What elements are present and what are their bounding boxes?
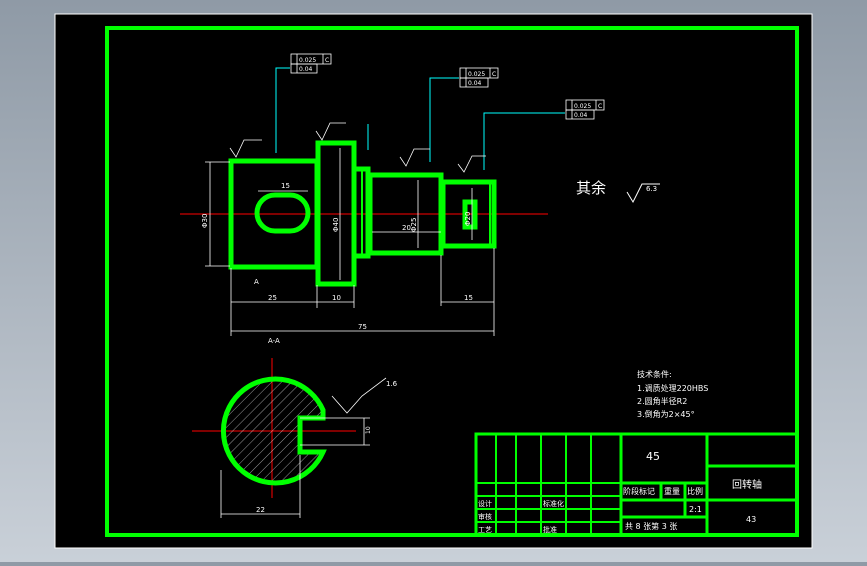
tolerance-frame-3: 0.025 C 0.04 — [565, 99, 605, 120]
tol3-value: 0.025 — [574, 103, 591, 110]
dim-phi25: Φ25 — [410, 218, 418, 232]
row-label-approve: 批准 — [543, 525, 557, 534]
roughness-general-value: 6.3 — [646, 185, 657, 193]
material-value: 45 — [646, 450, 660, 463]
roughness-other-label: 其余 — [576, 179, 606, 197]
title-block-grid — [476, 434, 621, 535]
dim-22: 22 — [256, 506, 265, 514]
tol3-datum: C — [598, 103, 602, 110]
drawing-border — [105, 26, 799, 537]
tech-req-item-1: 1.调质处理220HBS — [637, 383, 708, 393]
tol1-datum: C — [325, 57, 329, 64]
section-dimensions — [220, 377, 387, 518]
row-label-design: 设计 — [478, 499, 492, 508]
section-roughness-value: 1.6 — [386, 380, 398, 388]
sheet-info: 共 8 张第 3 张 — [625, 521, 677, 531]
shaft-end — [462, 199, 478, 230]
leaders — [275, 67, 565, 170]
dim-phi40: Φ40 — [332, 218, 340, 232]
keyway-slot — [254, 192, 311, 234]
title-block — [474, 432, 799, 537]
tol2-datum: C — [492, 71, 496, 78]
tech-req-item-2: 2.圆角半径R2 — [637, 396, 687, 406]
tol1-value: 0.025 — [299, 57, 316, 64]
shaft-main-view — [228, 140, 497, 287]
row-label-standard: 标准化 — [543, 499, 564, 508]
tol1-runout: 0.04 — [299, 66, 313, 73]
dim-75: 75 — [358, 323, 367, 331]
dim-15: 15 — [464, 294, 473, 302]
tol3-runout: 0.04 — [574, 112, 588, 119]
dim-phi30: Φ30 — [201, 214, 209, 228]
row-label-review: 审核 — [478, 512, 492, 521]
section-hatched-area — [220, 376, 327, 486]
dim-25: 25 — [268, 294, 277, 302]
roughness-symbols — [229, 122, 486, 173]
stage-mark-label: 阶段标记 — [623, 486, 655, 496]
part-name: 回转轴 — [732, 478, 762, 491]
tolerance-frame-2: 0.025 C 0.04 — [459, 67, 499, 88]
shaft-neck — [440, 179, 497, 249]
scale-value: 2:1 — [689, 505, 702, 514]
tolerance-frame-1: 0.025 C 0.04 — [290, 53, 332, 74]
cut-mark-a: A — [254, 278, 259, 286]
drawing-number: 43 — [746, 515, 756, 524]
dim-15-slot: 15 — [281, 182, 290, 190]
tech-req-heading: 技术条件: — [637, 369, 672, 379]
dimension-lines — [205, 148, 495, 336]
tol2-runout: 0.04 — [468, 80, 482, 87]
scale-label: 比例 — [687, 486, 703, 496]
dim-20: 20 — [402, 224, 411, 232]
tech-req-item-3: 3.倒角为2×45° — [637, 409, 695, 419]
dim-phi20: Φ20 — [464, 212, 472, 226]
section-view-title: A-A — [268, 337, 280, 345]
roughness-general-symbol — [626, 183, 660, 204]
drawing-canvas — [54, 13, 813, 549]
row-label-process: 工艺 — [478, 526, 492, 534]
dim-10: 10 — [332, 294, 341, 302]
weight-label: 重量 — [664, 486, 680, 496]
dim-10-key: 10 — [365, 426, 372, 434]
tol2-value: 0.025 — [468, 71, 485, 78]
